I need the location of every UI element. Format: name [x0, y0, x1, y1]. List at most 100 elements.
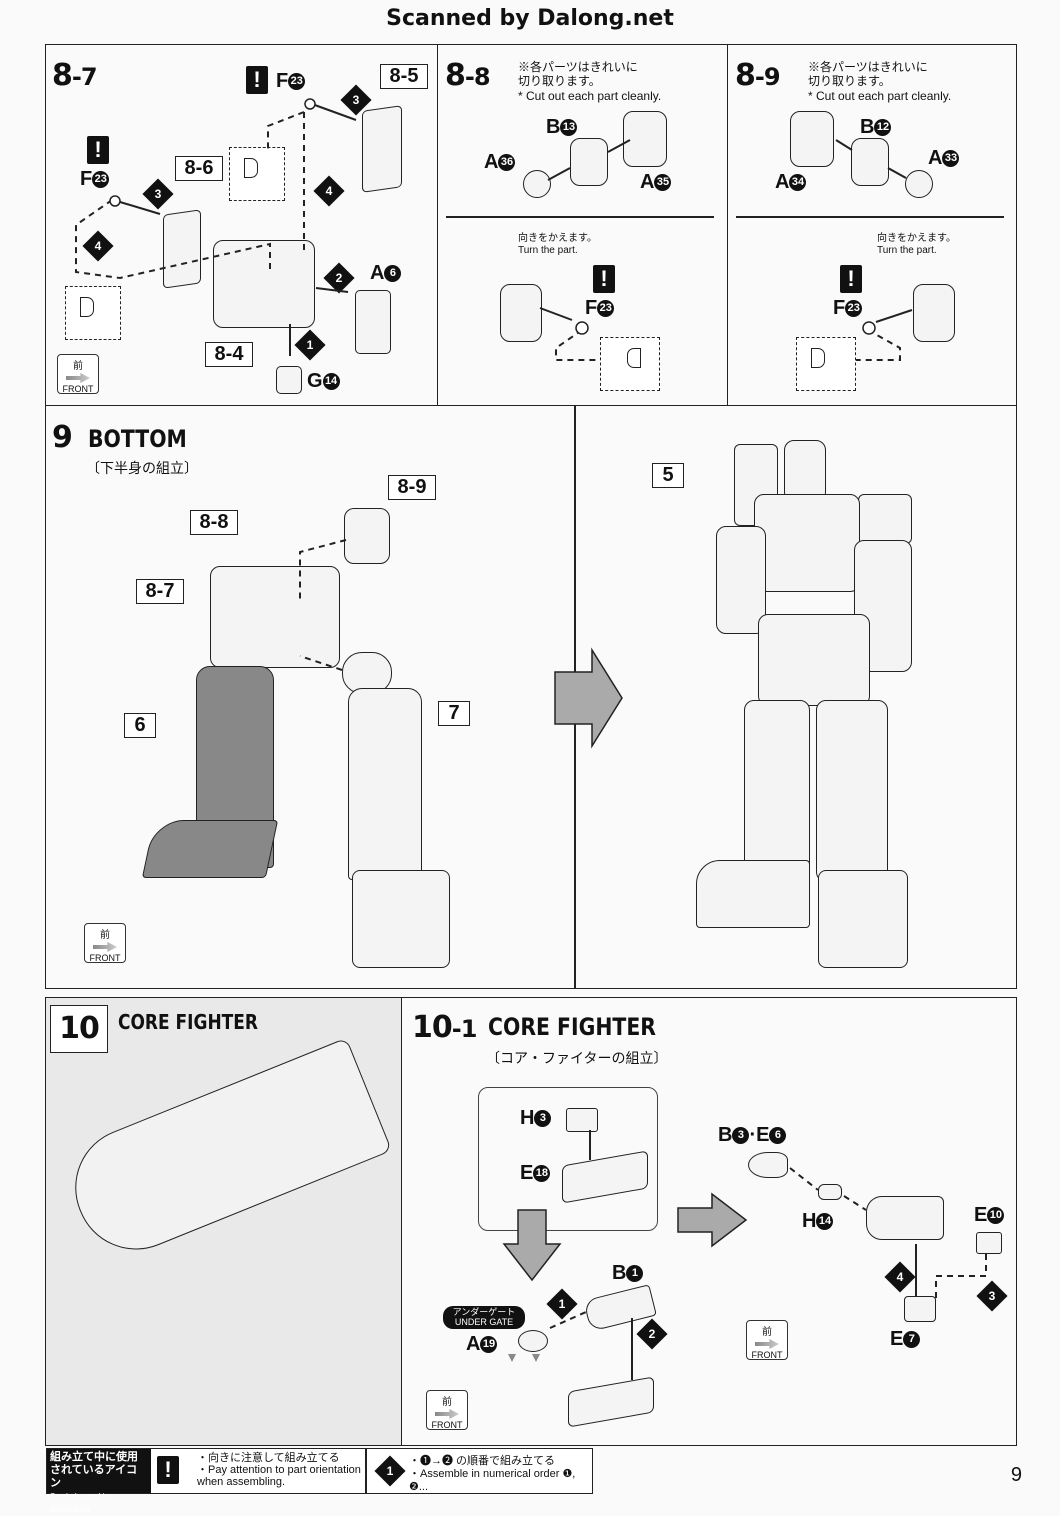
part-right-foot — [352, 870, 450, 968]
part-a34 — [790, 111, 834, 167]
down-arrow — [502, 1209, 562, 1282]
ref-8-9: 8-9 — [388, 475, 436, 500]
panel-10-1 — [401, 997, 1017, 1446]
pin-detail-box — [600, 337, 660, 391]
part-g14 — [276, 366, 302, 394]
step-9-subtitle: 〔下半身の組立〕 — [86, 460, 198, 476]
cut-note: ※各パーツはきれいに 切り取ります。 — [518, 60, 638, 88]
step-10-title: CORE FIGHTER — [118, 1010, 258, 1034]
part-shoulder-assembled — [913, 284, 955, 342]
part-waist — [758, 614, 870, 706]
part-h14 — [818, 1184, 842, 1200]
cut-note: ※各パーツはきれいに 切り取ります。 — [808, 60, 928, 88]
part-a19 — [518, 1330, 548, 1352]
part-left-leg — [744, 700, 810, 882]
part-shoulder-cap — [851, 138, 889, 186]
legend-order: ・❶→❷ の順番で組み立てる・Assemble in numerical ord… — [409, 1455, 576, 1493]
ref-8-7: 8-7 — [136, 579, 184, 604]
part-a33 — [905, 170, 933, 198]
ref-8-4: 8-4 — [205, 342, 253, 367]
caution-icon: ! — [87, 136, 109, 164]
step-8-8-number: 8-8 — [445, 58, 491, 93]
part-shoulder-assembled — [500, 284, 542, 342]
part-b3-e6 — [748, 1152, 788, 1178]
caution-icon: ! — [840, 265, 862, 293]
step-10-number: 10 — [50, 1005, 108, 1053]
part-left-foot — [696, 860, 810, 928]
turn-note: 向きをかえます。Turn the part. — [518, 233, 597, 256]
step-10-1-number: 10-1 — [412, 1010, 477, 1045]
step-10-1-subtitle: 〔コア・ファイターの組立〕 — [486, 1050, 668, 1066]
page-number: 9 — [1010, 1464, 1022, 1486]
legend-divider — [365, 1449, 367, 1493]
pin-detail-box — [65, 286, 121, 340]
caution-icon: ! — [246, 66, 268, 94]
step-10-1-title: CORE FIGHTER — [488, 1013, 656, 1041]
part-a36 — [523, 170, 551, 198]
part-e7 — [904, 1296, 936, 1322]
step-9-number: 9 — [52, 420, 73, 455]
part-right-foot — [818, 870, 908, 968]
part-a35 — [623, 111, 667, 167]
part-core-body — [866, 1196, 944, 1240]
cut-note-en: * Cut out each part cleanly. — [808, 89, 952, 103]
panel-9 — [45, 405, 1017, 989]
scan-credit: Scanned by Dalong.net — [386, 6, 674, 31]
part-h3 — [566, 1108, 598, 1132]
pin-detail-box — [796, 337, 856, 391]
ref-7: 7 — [438, 701, 470, 726]
part-e10 — [976, 1232, 1002, 1254]
next-arrow — [554, 647, 623, 749]
part-waist — [210, 566, 340, 668]
ref-8-6: 8-6 — [175, 156, 223, 181]
ref-8-8: 8-8 — [190, 510, 238, 535]
part-label-b3-e6: B3·EE6 — [718, 1124, 787, 1147]
order-marker-1: 1 — [374, 1455, 406, 1487]
part-a6 — [355, 290, 391, 354]
part-hip-joint — [342, 652, 392, 694]
ref-8-5: 8-5 — [380, 64, 428, 89]
part-left-arm — [716, 526, 766, 634]
pin-detail-box — [229, 147, 285, 201]
step-8-9-number: 8-9 — [735, 58, 781, 93]
ref-6: 6 — [124, 713, 156, 738]
sub-assembly-box — [478, 1087, 658, 1231]
next-arrow — [677, 1192, 748, 1248]
ref-5: 5 — [652, 463, 684, 488]
part-shoulder-8-9 — [344, 508, 390, 564]
step-9-title: BOTTOM — [88, 425, 187, 453]
turn-note: 向きをかえます。Turn the part. — [877, 233, 956, 256]
caution-icon: ! — [593, 265, 615, 293]
step-8-7-number: 8-7 — [52, 58, 98, 93]
legend-orient: ・向きに注意して組み立てる・Pay attention to part orie… — [197, 1452, 361, 1488]
part-shoulder-cap — [570, 138, 608, 186]
caution-icon: ! — [157, 1456, 179, 1484]
